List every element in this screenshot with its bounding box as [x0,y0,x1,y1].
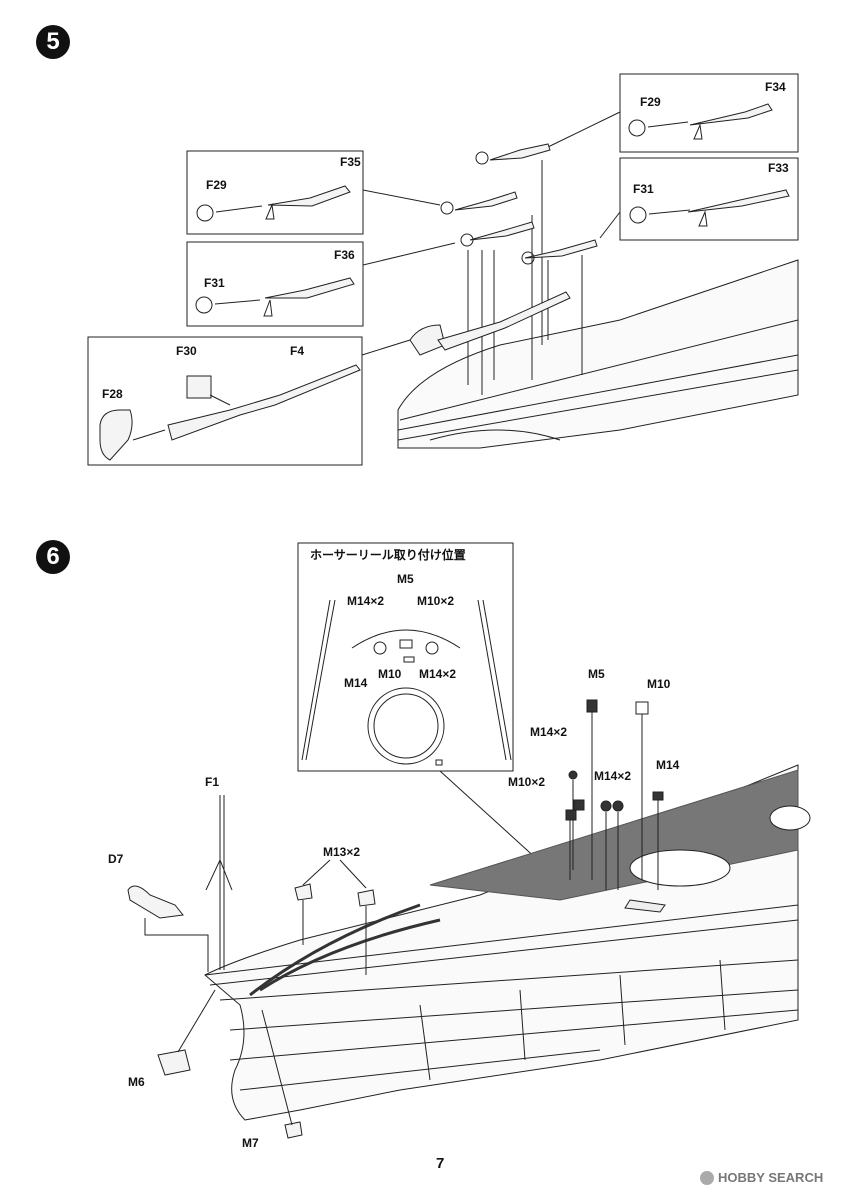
shaft-f34 [628,103,773,140]
label-detail-m10: M10 [378,667,402,681]
callout-box-f34 [619,73,799,153]
label-m7: M7 [242,1136,259,1150]
label-m14: M14 [656,758,680,772]
label-detail-m10x2: M10×2 [417,594,455,608]
step-5-badge: 5 [36,25,70,59]
callout-box-f33 [619,157,799,241]
shaft-f35 [196,185,351,222]
label-f36: F36 [334,248,355,262]
label-m14x2: M14×2 [530,725,568,739]
label-m5: M5 [588,667,605,681]
shaft-f36 [195,277,355,317]
page-number: 7 [436,1155,445,1172]
label-m6: M6 [128,1075,145,1089]
label-detail-m5: M5 [397,572,414,586]
step-5-number: 5 [46,28,60,55]
label-f1: F1 [205,775,220,789]
label-f31-left: F31 [204,276,225,290]
step-6-badge: 6 [36,540,70,574]
label-m13x2: M13×2 [323,845,361,859]
shaft-f33 [629,189,790,227]
callout-box-f4 [87,336,363,466]
label-m14x2-b: M14×2 [594,769,632,783]
detail-box [297,542,514,772]
bow-fittings [127,795,376,1139]
label-f29-top: F29 [640,95,661,109]
stern-parts-f4 [99,364,361,461]
watermark: HOBBY SEARCH [700,1170,823,1185]
detail-deck-outline [301,599,512,766]
step-6-number: 6 [46,543,60,570]
label-f35: F35 [340,155,361,169]
label-m10x2: M10×2 [508,775,546,789]
hull-stern [397,160,799,449]
label-d7: D7 [108,852,124,866]
label-f4: F4 [290,344,305,358]
label-f31-right: F31 [633,182,654,196]
watermark-text: HOBBY SEARCH [718,1170,824,1185]
label-detail-m14: M14 [344,676,368,690]
label-f34: F34 [765,80,786,94]
label-m10: M10 [647,677,671,691]
callout-box-f35 [186,150,364,235]
callout-box-f36 [186,241,364,327]
label-f33: F33 [768,161,789,175]
label-f28: F28 [102,387,123,401]
label-detail-m14x2-a: M14×2 [347,594,385,608]
hobby-search-logo-icon [700,1170,714,1185]
label-detail-m14x2-b: M14×2 [419,667,457,681]
hawser-reel-parts [565,699,666,913]
label-f30: F30 [176,344,197,358]
label-f29-left: F29 [206,178,227,192]
hull-bow [204,764,811,1121]
detail-title: ホーサーリール取り付け位置 [310,548,466,562]
shaft-installed [440,143,598,265]
